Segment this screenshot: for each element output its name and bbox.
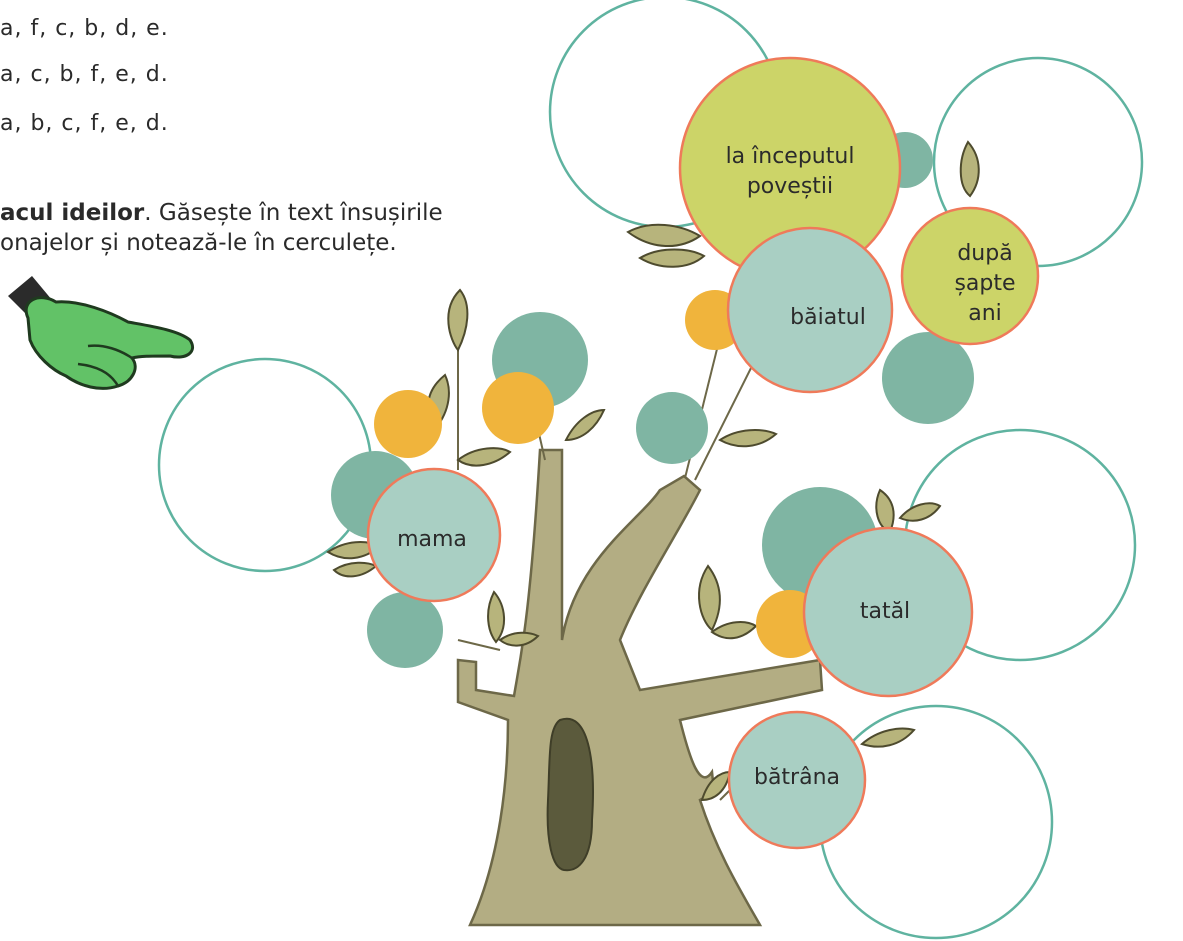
label-line: la începutul [726, 142, 855, 172]
label-line: șapte [954, 269, 1015, 299]
label-dupa-sapte-ani: după șapte ani [954, 239, 1015, 329]
answer-circle-bottom-right[interactable] [820, 706, 1052, 938]
label-la-inceputul-povestii: la începutul poveștii [726, 142, 855, 202]
label-tatal: tatăl [860, 597, 910, 627]
label-line: poveștii [726, 172, 855, 202]
answer-circle-left[interactable] [159, 359, 371, 571]
label-mama: mama [397, 525, 467, 555]
label-line: ani [954, 299, 1015, 329]
label-batrana: bătrâna [754, 763, 840, 793]
label-line: după [954, 239, 1015, 269]
pointing-hand-icon [8, 276, 193, 388]
label-baiatul: băiatul [790, 303, 866, 333]
